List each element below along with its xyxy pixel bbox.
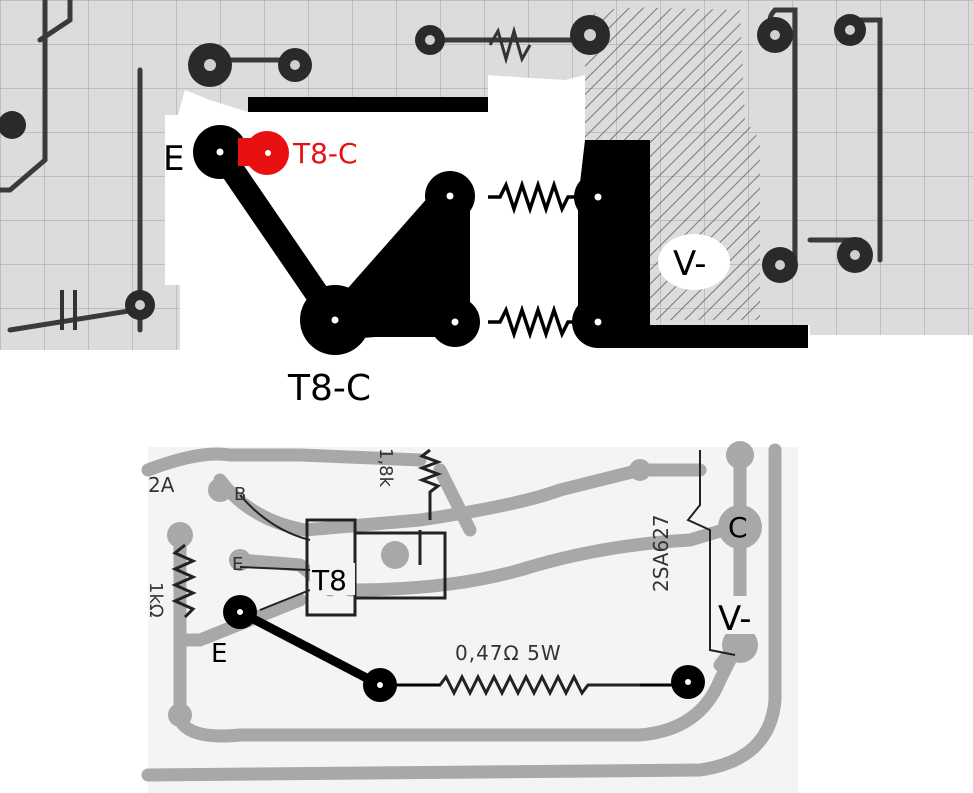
label-e-top: E	[163, 139, 184, 179]
pcb-gray-pads	[167, 441, 762, 727]
pad-resistor-right-hole	[685, 679, 691, 685]
resistor-lower	[488, 304, 575, 340]
pcb-thin-leads	[239, 450, 736, 656]
pad-upper-left-hole	[446, 192, 454, 200]
red-highlight-hole	[265, 150, 271, 156]
pad-e-hole	[216, 148, 224, 156]
sketch-pencil-traces	[0, 0, 883, 333]
trace-e-to-resistor	[235, 607, 385, 690]
pad-upper-right-hole	[594, 193, 602, 201]
pad-lower-right-hole	[594, 318, 602, 326]
pcb-print: 0,47Ω 5W 2SA627 1,8k 1kΩ B E 2A	[141, 441, 798, 793]
pad-lower-left-hole	[451, 318, 459, 326]
pcb-power-resistor	[400, 673, 670, 697]
pcb-pad-b-label: B	[234, 484, 246, 505]
pad-resistor-left-hole	[377, 682, 383, 688]
label-c: C	[728, 511, 748, 544]
label-t8c-highlight: T8-C	[292, 137, 358, 170]
label-t8c-bottom: T8-C	[287, 368, 371, 409]
vminus-label-bubble	[658, 234, 730, 290]
pad-e-bottom-hole	[237, 609, 243, 615]
sketch-resistor-symbol	[488, 25, 532, 65]
label-t8-backdrop	[310, 563, 355, 595]
label-vminus-backdrop	[716, 596, 766, 634]
pad-t8c-hole	[331, 316, 339, 324]
label-vminus-top: V-	[673, 244, 707, 284]
pcb-small-resistor-value: 1,8k	[375, 448, 396, 488]
sketch-pencil-pad-holes	[135, 25, 860, 310]
bottom-ink-overlay	[223, 595, 705, 702]
pcb-left-resistor-value: 1kΩ	[145, 582, 166, 618]
label-e-bottom: E	[211, 639, 227, 669]
vminus-copper-bar	[578, 140, 808, 348]
top-bus-bar	[248, 97, 488, 112]
pcb-corner-label: 2A	[148, 473, 175, 497]
pcb-left-resistor	[171, 543, 197, 619]
pcb-pad-e-label: E	[232, 554, 243, 575]
top-ink-overlay	[193, 97, 808, 355]
resistor-upper	[488, 179, 575, 215]
sketch-photo	[0, 0, 973, 350]
pcb-top-resistor	[417, 448, 443, 520]
pcb-power-resistor-value: 0,47Ω 5W	[455, 641, 562, 665]
label-vminus-bottom: V-	[718, 599, 752, 639]
sketch-capacitor-symbol	[60, 290, 77, 330]
label-t8: T8	[311, 564, 347, 597]
pcb-transistor-part: 2SA627	[649, 514, 673, 592]
